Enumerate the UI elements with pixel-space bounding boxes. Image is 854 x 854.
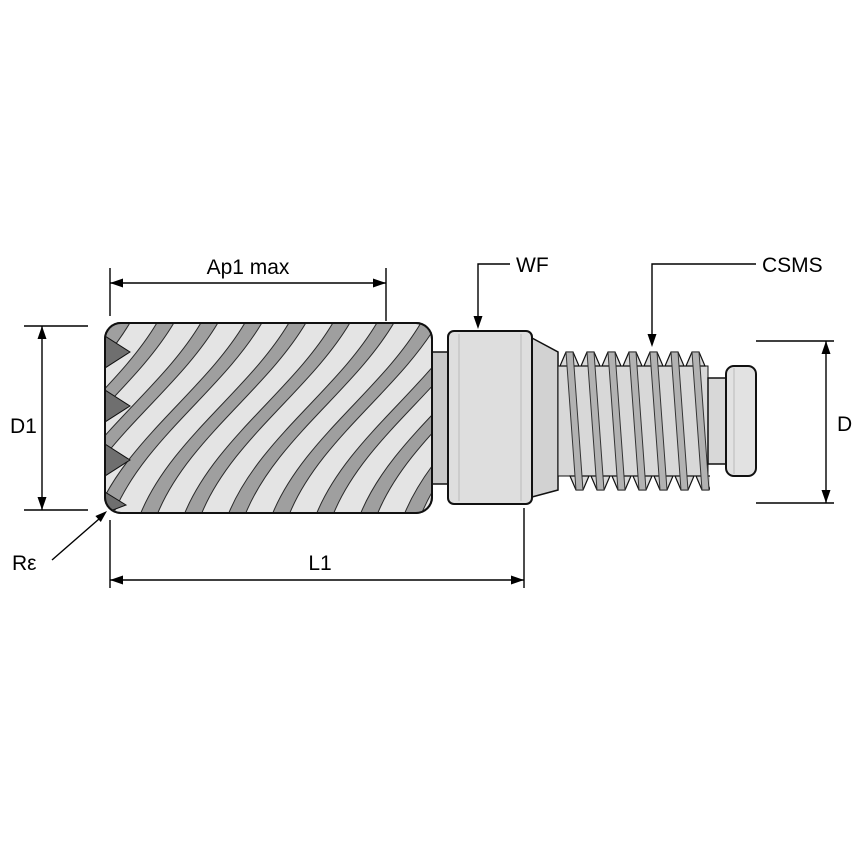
arrowhead-up: [821, 341, 831, 354]
dimension-d1: D1: [10, 325, 88, 511]
leader-line: [51, 518, 100, 561]
pilot-neck: [707, 377, 727, 465]
flute-band: [139, 323, 308, 513]
taper-cone: [531, 336, 559, 498]
flute-band: [227, 323, 396, 513]
dimension-csms: CSMS: [647, 254, 823, 347]
leader-line: [477, 263, 510, 317]
label-csms: CSMS: [762, 254, 823, 277]
arrowhead-down: [647, 334, 657, 347]
arrowhead: [95, 511, 107, 522]
label-l1: L1: [308, 552, 331, 575]
dimension-wf: WF: [473, 254, 549, 329]
arrowhead-right: [511, 575, 524, 585]
arrowhead-left: [110, 278, 123, 288]
flute-band: [105, 323, 220, 513]
label-d: D: [837, 413, 852, 436]
cutter-head: [104, 322, 433, 514]
end-tooth: [105, 443, 131, 477]
label-ap1max: Ap1 max: [207, 256, 290, 279]
threaded-connection: [557, 351, 710, 491]
arrowhead-down: [37, 497, 47, 510]
dimensions: Ap1 max WF CSMS D1: [10, 254, 852, 588]
flute-band: [315, 323, 432, 513]
end-flange: [725, 365, 757, 477]
arrowhead-right: [373, 278, 386, 288]
end-tooth: [105, 335, 131, 369]
helical-flutes: [105, 323, 432, 513]
dimension-corner-radius: Rε: [12, 511, 107, 575]
dimension-ap1max: Ap1 max: [109, 256, 387, 321]
flute-band: [183, 323, 352, 513]
flute-band: [271, 323, 432, 513]
arrowhead-left: [110, 575, 123, 585]
end-tooth: [105, 389, 131, 423]
flute-band: [105, 323, 264, 513]
label-d1: D1: [10, 415, 37, 438]
label-wf: WF: [516, 254, 549, 277]
dimension-l1: L1: [109, 508, 525, 588]
arrowhead-down: [821, 490, 831, 503]
tool-body: [104, 322, 757, 514]
flute-band: [359, 323, 432, 513]
cutter-head-outline: [104, 322, 433, 514]
arrowhead-up: [37, 326, 47, 339]
dimension-d: D: [756, 340, 852, 504]
leader-line: [651, 263, 756, 335]
collar: [447, 330, 533, 505]
flute-band: [105, 323, 176, 513]
label-corner-radius: Rε: [12, 552, 37, 575]
thread-ridges: [565, 351, 710, 491]
arrowhead-down: [473, 316, 483, 329]
